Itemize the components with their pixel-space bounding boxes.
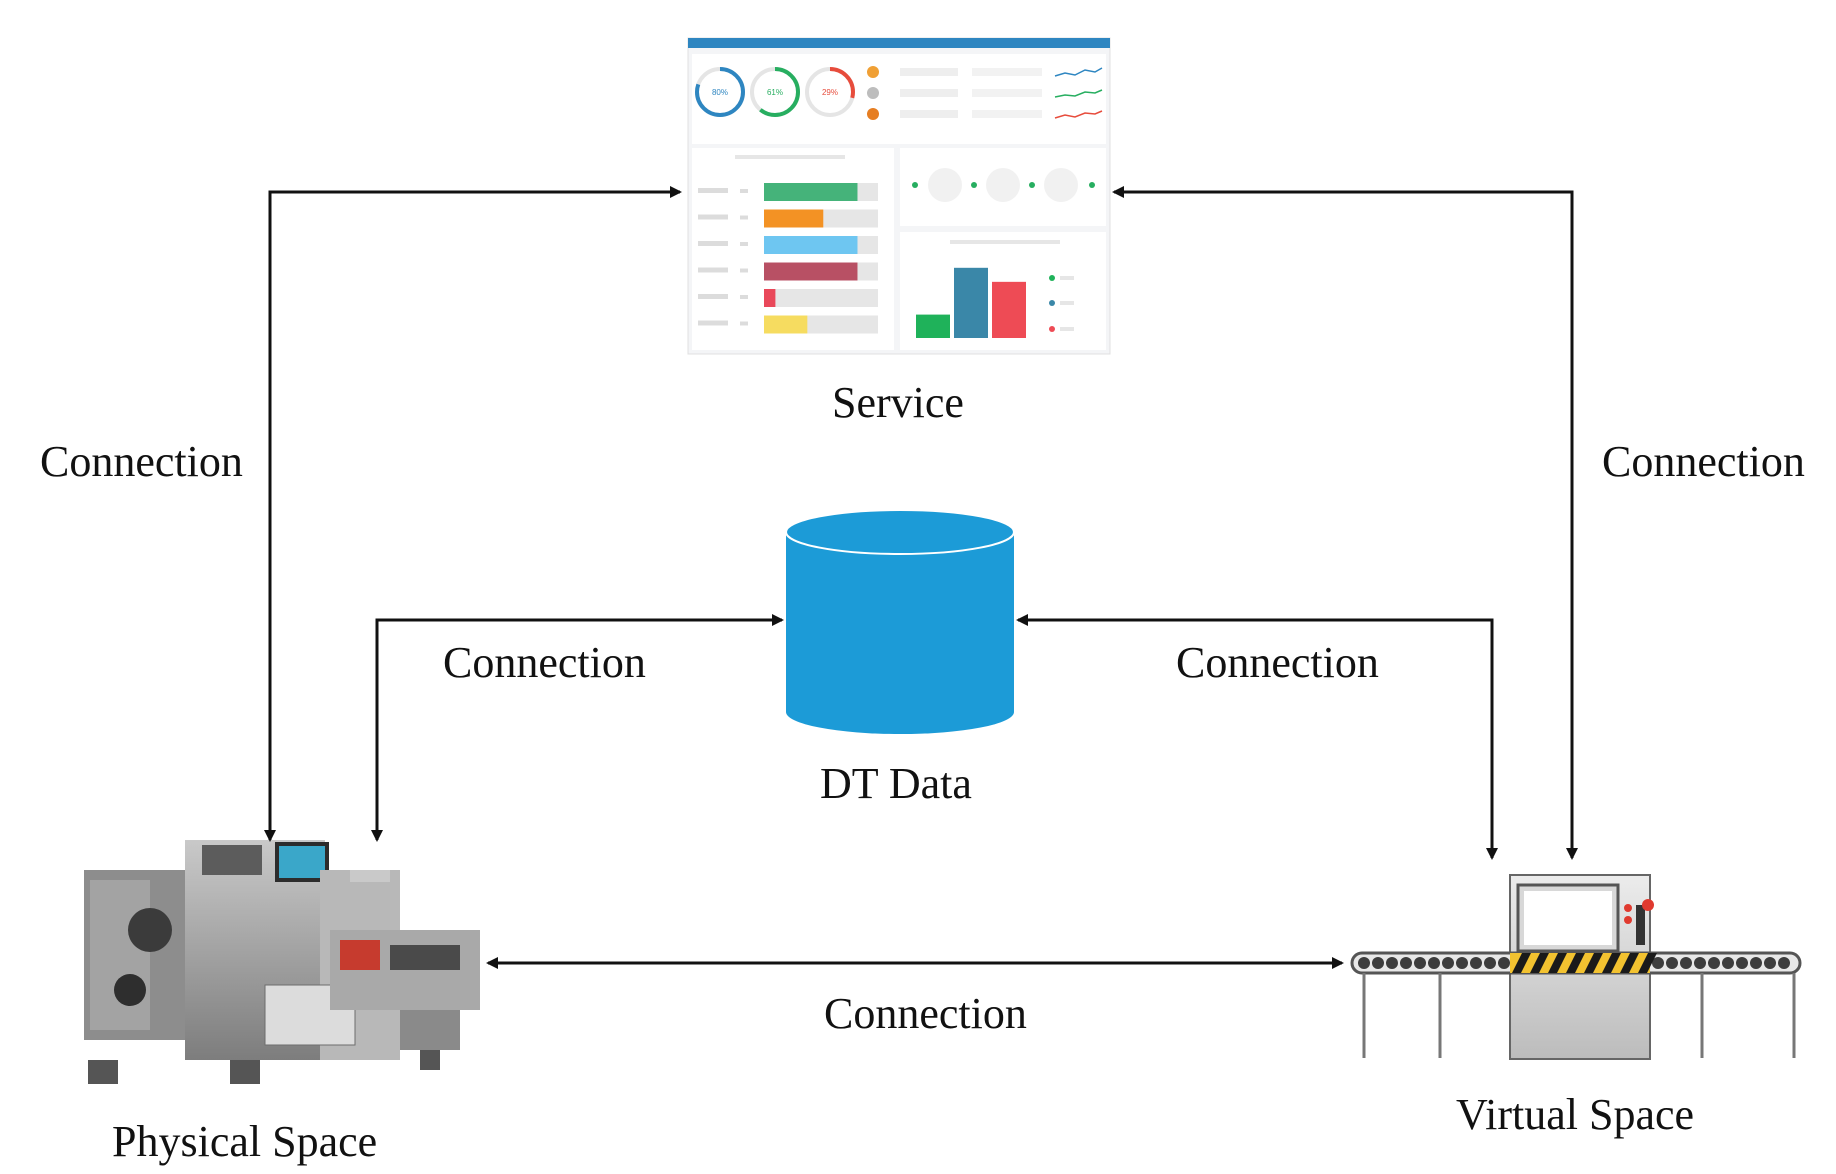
bar-fill	[764, 289, 776, 307]
bar-row-value	[740, 321, 748, 326]
column-bar	[916, 314, 950, 338]
bar-fill	[764, 262, 858, 281]
bar-fill	[764, 236, 858, 254]
gauge-2: 61%	[750, 67, 800, 117]
roller	[1722, 957, 1734, 969]
roller	[1442, 957, 1454, 969]
kpi-circles	[912, 168, 1095, 202]
roller	[1680, 957, 1692, 969]
service-label: Service	[832, 378, 964, 427]
connection-label-right: Connection	[1602, 437, 1805, 486]
roller	[1764, 957, 1776, 969]
roller	[1694, 957, 1706, 969]
roller	[1498, 957, 1510, 969]
category-bars	[698, 183, 878, 334]
roller	[1778, 957, 1790, 969]
connectors	[264, 186, 1578, 969]
roller	[1736, 957, 1748, 969]
virtual-space-label: Virtual Space	[1456, 1090, 1695, 1139]
bar-row-value	[740, 189, 748, 193]
bar-row-value	[740, 215, 748, 220]
physical-machine-image	[84, 840, 480, 1084]
conveyor-rollers	[1358, 957, 1790, 969]
physical-space-label: Physical Space	[112, 1117, 378, 1166]
roller	[1708, 957, 1720, 969]
dashboard-header	[688, 38, 1110, 48]
hazard-stripe	[1620, 953, 1639, 973]
connection-label-bottom: Connection	[824, 989, 1027, 1038]
service-dashboard: 80% 61% 29%	[687, 37, 1111, 355]
column-bar	[992, 281, 1026, 338]
column-chart	[916, 267, 1026, 338]
bar-fill	[764, 209, 824, 228]
column-legend	[1049, 275, 1074, 332]
gauge-2-value: 61%	[767, 88, 783, 97]
roller	[1652, 957, 1664, 969]
bar-row-label	[698, 241, 728, 246]
roller	[1470, 957, 1482, 969]
connector-physical-data	[371, 614, 784, 842]
hazard-stripe	[1566, 953, 1585, 973]
roller	[1400, 957, 1412, 969]
bar-row-label	[698, 188, 728, 193]
status-list	[867, 66, 1103, 120]
gauge-1: 80%	[695, 67, 745, 117]
hazard-stripe	[1584, 953, 1603, 973]
bar-fill	[764, 315, 808, 334]
hazard-stripes	[1512, 953, 1657, 973]
bar-track	[764, 289, 878, 307]
hazard-stripe	[1602, 953, 1621, 973]
hazard-stripe	[1530, 953, 1549, 973]
roller	[1358, 957, 1370, 969]
roller	[1386, 957, 1398, 969]
dt-data-label: DT Data	[820, 759, 972, 808]
bar-row-label	[698, 267, 728, 273]
bar-row-value	[740, 242, 748, 246]
roller	[1666, 957, 1678, 969]
bar-row-label	[698, 294, 728, 299]
connection-label-center-right: Connection	[1176, 638, 1379, 687]
roller	[1750, 957, 1762, 969]
roller	[1456, 957, 1468, 969]
bar-fill	[764, 183, 858, 201]
roller	[1414, 957, 1426, 969]
roller	[1372, 957, 1384, 969]
bar-row-value	[740, 295, 748, 299]
database-icon	[785, 509, 1015, 734]
virtual-machine-illustration	[1350, 874, 1802, 1060]
roller	[1428, 957, 1440, 969]
hazard-stripe	[1548, 953, 1567, 973]
connection-label-left: Connection	[40, 437, 243, 486]
connector-virtual-service	[1112, 186, 1578, 860]
gauge-3: 29%	[805, 67, 855, 117]
roller	[1484, 957, 1496, 969]
hazard-stripe	[1638, 953, 1657, 973]
gauge-1-value: 80%	[712, 88, 728, 97]
bar-row-label	[698, 214, 728, 220]
connection-label-center-left: Connection	[443, 638, 646, 687]
column-bar	[954, 267, 988, 338]
connector-physical-service	[264, 186, 682, 842]
bar-row-value	[740, 268, 748, 273]
connector-virtual-data	[1016, 614, 1498, 860]
gauge-3-value: 29%	[822, 88, 838, 97]
hazard-stripe	[1512, 953, 1531, 973]
bar-row-label	[698, 320, 728, 326]
